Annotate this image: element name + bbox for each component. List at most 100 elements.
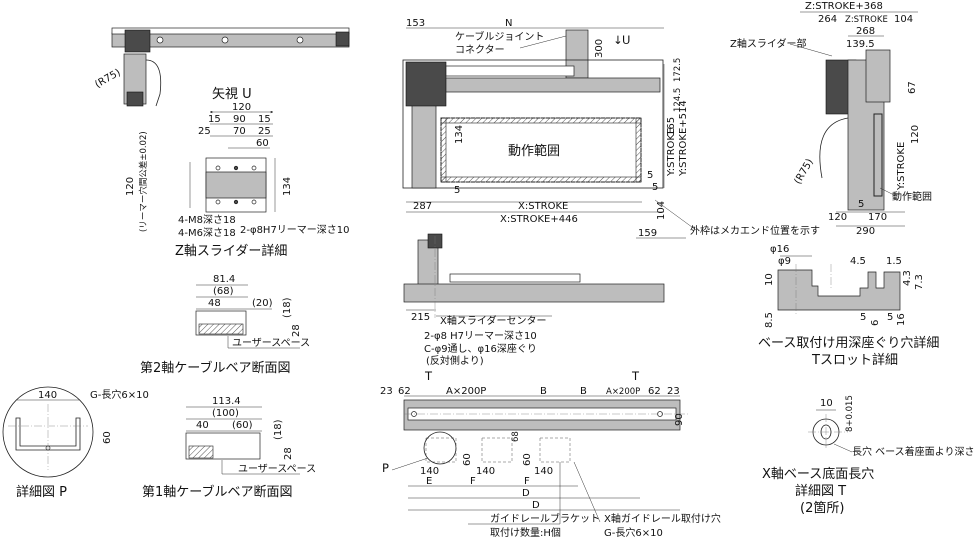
top-153: 153 [406, 18, 425, 29]
view-u-group: (R75) 矢視 U [93, 27, 350, 107]
tslot-title-1: ベース取付け用深座ぐり穴詳細 [758, 335, 939, 351]
tslot-85: 8.5 [764, 312, 775, 328]
z-side-view: Z:STROKE+368 264 Z:STROKE 104 268 Z軸スライダ… [730, 1, 932, 237]
dim-159: 159 [638, 228, 657, 239]
y-stroke-514: Y:STROKE+514 [678, 100, 689, 177]
z-slider-detail: 120 15 90 15 25 70 25 60 134 120 (リーマー穴間… [125, 102, 350, 259]
t-title-3: (2箇所) [800, 500, 844, 516]
b-guide-qty: 取付け数量:H個 [490, 526, 561, 539]
tslot-43: 4.3 [902, 270, 913, 286]
x-head [405, 61, 447, 107]
b-140a: 140 [420, 466, 439, 477]
b-x-guide: X軸ガイドレール取付け穴 [604, 512, 721, 525]
z-dim-134: 134 [282, 177, 293, 196]
zr-head [865, 49, 891, 103]
cb2-dim-20: (20) [252, 298, 273, 309]
operating-range-label: 動作範囲 [508, 144, 560, 159]
cb1-dim-28: 28 [283, 447, 294, 460]
tslot-5b: 5 [887, 312, 893, 323]
top-N: N [505, 18, 512, 29]
dim-287: 287 [413, 201, 432, 212]
range-hatch-bottom [440, 176, 642, 183]
zr-170: 170 [868, 212, 887, 223]
reamer-hole-icon [233, 165, 239, 171]
hole-icon [215, 165, 221, 171]
detail-p-140: 140 [38, 390, 57, 401]
zr-1395: 139.5 [846, 39, 875, 50]
bolt-icon [296, 36, 304, 44]
b-phi8: 2-φ8 H7リーマー深さ10 [424, 330, 537, 342]
b-bracket-2 [481, 437, 513, 463]
detail-p-bracket [15, 417, 81, 451]
b-bracket-3 [539, 437, 571, 463]
x-beam-top [445, 77, 661, 93]
b-60a: 60 [462, 453, 473, 466]
top-view: 153 N ケーブルジョイント コネクター 300 ↓ U 172.5 124.… [402, 18, 820, 239]
x-stroke-446: X:STROKE+446 [500, 214, 578, 225]
b-60b: 60 [522, 453, 533, 466]
z-slider-band [205, 171, 267, 199]
t-title-2: 詳細図 T [795, 483, 846, 499]
cb2-dim-48: 48 [208, 298, 221, 309]
b-90: 90 [674, 413, 685, 426]
z-dim-120-top: 120 [232, 102, 251, 113]
b-F2: F [524, 476, 530, 487]
zr-67: 67 [907, 81, 918, 94]
hole-icon [251, 199, 257, 205]
z-slider-title: Z軸スライダー詳細 [175, 243, 287, 259]
z-phi8: 2-φ8H7リーマー深さ10 [240, 224, 350, 236]
b-bracket-1 [425, 437, 457, 463]
cb2-dim-814: 81.4 [213, 274, 235, 285]
t-tol: 8+0.015 [845, 395, 855, 432]
zr-104: 104 [894, 14, 913, 25]
cable-bearer-2: 81.4 (68) 48 (20) (18) 28 ユーザースペース 第2軸ケー… [140, 274, 310, 376]
b-a200p-2: A×200P [606, 387, 640, 397]
b-E: E [426, 476, 432, 487]
x-stroke: X:STROKE [518, 201, 568, 212]
top-U-arrow-icon: ↓ [613, 33, 623, 47]
zr-cable-arc [819, 117, 849, 179]
view-u-beam-top [111, 27, 350, 35]
z-reamer-tolerance: (リーマー穴間公差±0.02) [138, 131, 149, 232]
b-P: P [382, 461, 389, 475]
front-x-beam [403, 283, 665, 303]
b-62b: 62 [648, 386, 661, 397]
x-slider-center: X軸スライダーセンター [440, 314, 546, 327]
dim-165: 165 [666, 117, 677, 136]
cb1-dim-60: (60) [232, 420, 253, 431]
b-T2: T [631, 369, 640, 383]
b-T1: T [424, 369, 433, 383]
cb1-user-space: ユーザースペース [238, 463, 316, 475]
detail-p-60: 60 [102, 431, 113, 444]
b-detail-p-circle [423, 431, 457, 465]
cb2-dim-68: (68) [213, 286, 234, 297]
bolt-icon [156, 36, 164, 44]
cb2-user-space: ユーザースペース [232, 337, 310, 349]
b-68: 68 [511, 431, 521, 442]
zr-5: 5 [858, 199, 864, 210]
cable-bearer-1: 113.4 (100) 40 (60) (18) 28 ユーザースペース 第1軸… [142, 396, 316, 500]
detail-p-title: 詳細図 P [16, 484, 67, 500]
detail-t: 10 8+0.015 長穴 ベース着座面より深さ10 X軸ベース底面長穴 詳細図… [762, 395, 975, 516]
range-hatch-top [440, 117, 642, 124]
zr-slider: Z軸スライダー部 [730, 37, 806, 50]
hole-icon [251, 165, 257, 171]
b-c-phi9: C-φ9通し、φ16深座ぐり [424, 342, 537, 355]
reamer-hole-icon [233, 199, 239, 205]
cb1-dim-40: 40 [196, 420, 209, 431]
tslot-phi16: φ16 [770, 244, 789, 255]
b-F1: F [470, 476, 476, 487]
cb1-dim-1134: 113.4 [212, 396, 241, 407]
cb1-dim-18: (18) [273, 419, 284, 440]
dim-215: 215 [411, 312, 430, 323]
zr-ystroke: Y:STROKE [896, 142, 907, 191]
b-guide-bracket: ガイドレールブラケット [490, 512, 600, 525]
dim-104: 104 [656, 201, 667, 220]
tslot-phi9: φ9 [778, 256, 791, 267]
b-B2: B [580, 386, 587, 397]
zr-zstroke: Z:STROKE [845, 15, 888, 25]
b-a200p-1: A×200P [446, 386, 486, 397]
dim-5c: 5 [652, 182, 658, 193]
y-stroke: Y:STROKE [666, 128, 677, 177]
view-u-r75: (R75) [93, 67, 122, 90]
